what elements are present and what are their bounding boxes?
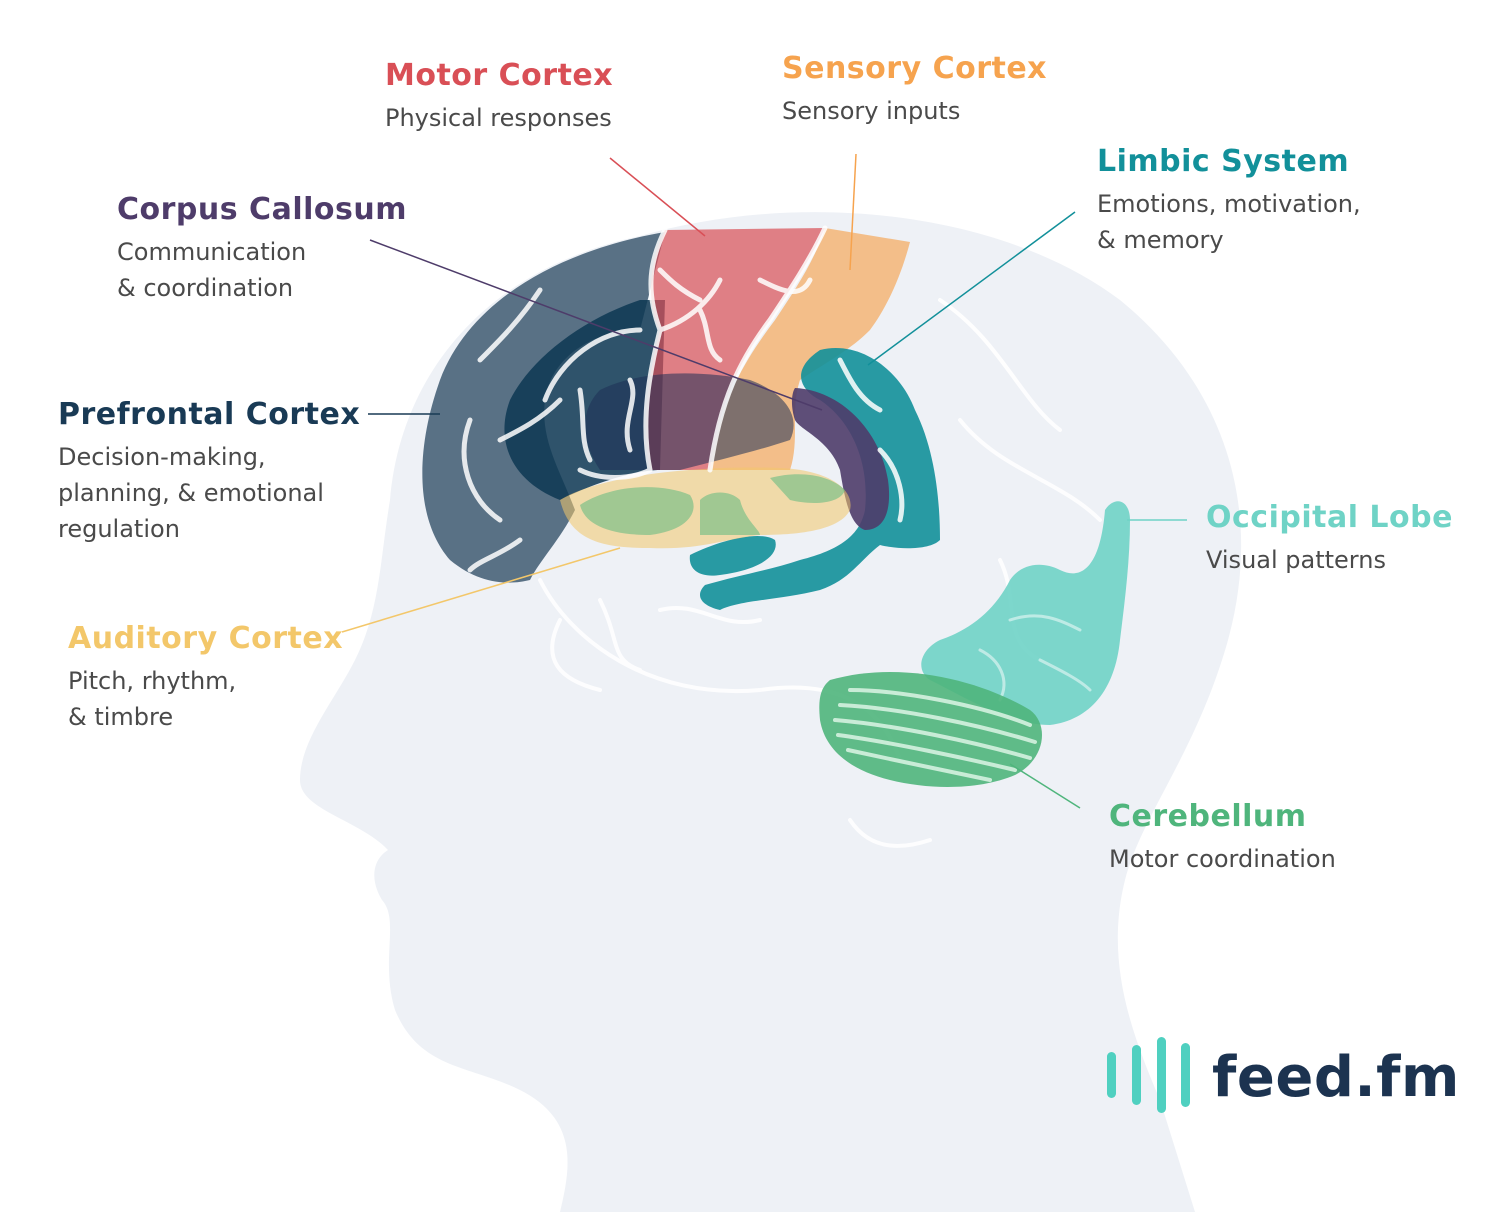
sensory-desc-line: Sensory inputs xyxy=(782,97,961,125)
prefrontal-desc-line: Decision-making, xyxy=(58,443,266,471)
cerebellum-title: Cerebellum xyxy=(1109,799,1307,834)
prefrontal-description: Decision-making, planning, & emotional r… xyxy=(58,439,360,547)
corpus-desc-line: Communication xyxy=(117,238,307,266)
motor-title: Motor Cortex xyxy=(385,58,614,93)
motor-label: Motor Cortex Physical responses xyxy=(385,58,613,136)
occipital-title: Occipital Lobe xyxy=(1206,500,1453,535)
motor-desc-line: Physical responses xyxy=(385,104,612,132)
limbic-leader xyxy=(867,211,1076,366)
cerebellum-leader xyxy=(1009,763,1081,809)
corpus-leader xyxy=(369,239,823,411)
motor-leader xyxy=(609,157,706,237)
prefrontal-title: Prefrontal Cortex xyxy=(58,397,361,432)
auditory-label: Auditory Cortex Pitch, rhythm, & timbre xyxy=(68,621,343,735)
sound-bars-icon xyxy=(1107,1037,1190,1113)
auditory-desc-line: & timbre xyxy=(68,703,174,731)
corpus-label: Corpus Callosum Communication & coordina… xyxy=(117,192,407,306)
limbic-title: Limbic System xyxy=(1097,144,1350,179)
corpus-region xyxy=(791,388,890,530)
motor-description: Physical responses xyxy=(385,100,613,136)
prefrontal-desc-line: planning, & emotional xyxy=(58,479,324,507)
prefrontal-label: Prefrontal Cortex Decision-making, plann… xyxy=(58,397,360,547)
limbic-region xyxy=(700,348,940,610)
corpus-title: Corpus Callosum xyxy=(117,192,407,227)
auditory-description: Pitch, rhythm, & timbre xyxy=(68,663,343,735)
sensory-leader xyxy=(849,153,857,271)
cerebellum-description: Motor coordination xyxy=(1109,841,1336,877)
cerebellum-desc-line: Motor coordination xyxy=(1109,845,1336,873)
auditory-title: Auditory Cortex xyxy=(68,621,344,656)
corpus-description: Communication & coordination xyxy=(117,234,407,306)
limbic-description: Emotions, motivation, & memory xyxy=(1097,186,1361,258)
occipital-veins xyxy=(978,614,1092,702)
limbic-lower xyxy=(689,535,776,576)
occipital-region xyxy=(921,501,1130,725)
midbrain-blend xyxy=(585,373,794,470)
sensory-description: Sensory inputs xyxy=(782,93,1047,129)
brand-wordmark: feed.fm xyxy=(1212,1045,1460,1110)
leader-lines xyxy=(341,153,1187,809)
cerebellum-region xyxy=(819,671,1042,787)
auditory-green-overlay xyxy=(580,474,845,535)
limbic-desc-line: Emotions, motivation, xyxy=(1097,190,1361,218)
auditory-desc-line: Pitch, rhythm, xyxy=(68,667,237,695)
limbic-desc-line: & memory xyxy=(1097,226,1224,254)
sensory-title: Sensory Cortex xyxy=(782,51,1048,86)
occipital-description: Visual patterns xyxy=(1206,542,1453,578)
corpus-desc-line: & coordination xyxy=(117,274,294,302)
occipital-desc-line: Visual patterns xyxy=(1206,546,1386,574)
cerebellum-stripes xyxy=(833,688,1037,782)
occipital-label: Occipital Lobe Visual patterns xyxy=(1206,500,1453,578)
brain-veins xyxy=(461,225,905,573)
auditory-leader xyxy=(341,547,621,633)
cerebellum-label: Cerebellum Motor coordination xyxy=(1109,799,1336,877)
limbic-label: Limbic System Emotions, motivation, & me… xyxy=(1097,144,1361,258)
prefrontal-desc-line: regulation xyxy=(58,515,180,543)
sensory-label: Sensory Cortex Sensory inputs xyxy=(782,51,1047,129)
